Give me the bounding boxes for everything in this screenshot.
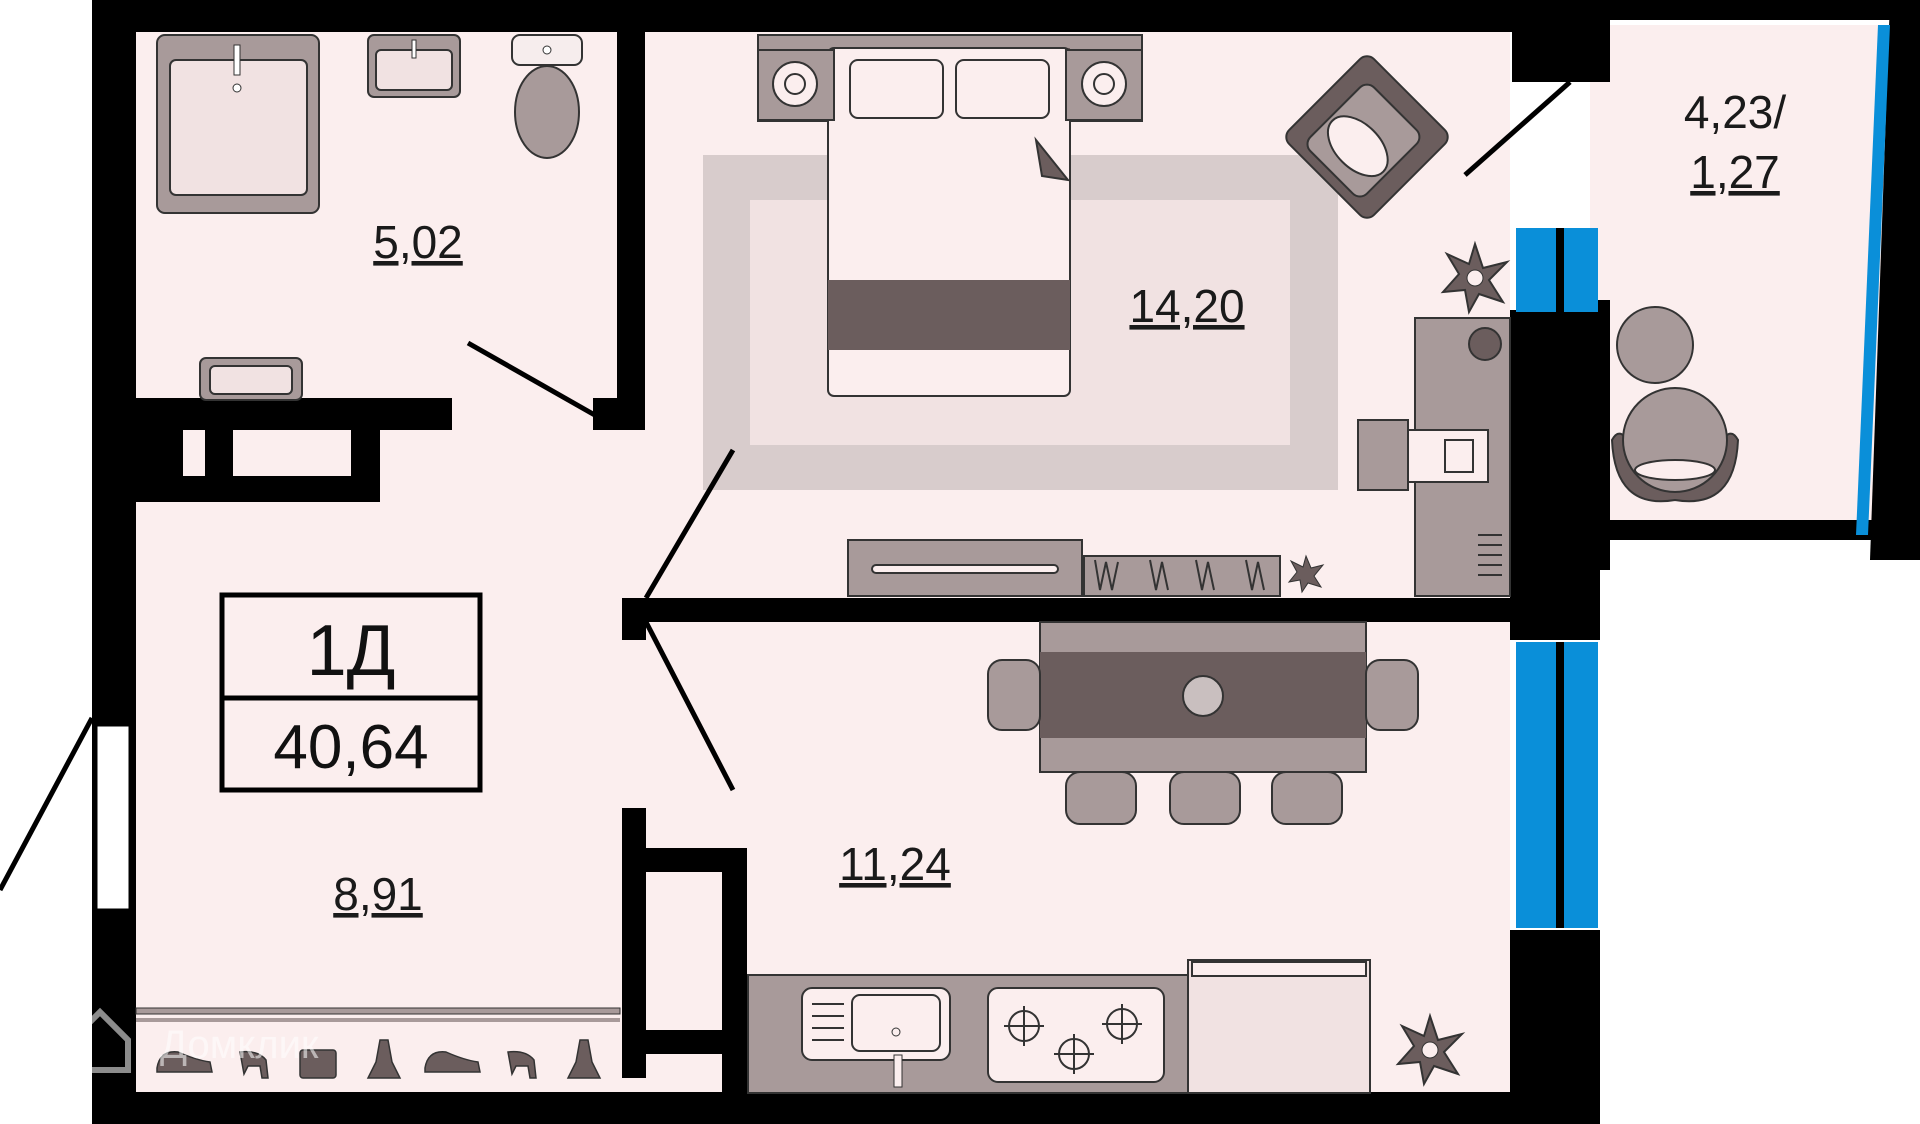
balcony-chair [1610,387,1740,503]
armchair [1285,55,1449,219]
interior-walls [622,598,1512,640]
desk [1357,317,1511,597]
niche-interior [648,874,720,1024]
kitchen-door-swing [643,620,736,792]
entrance-door-swing [0,716,95,892]
nightstand-right [1065,49,1143,121]
bathroom-door-swing [466,340,602,421]
washing-machine [199,357,303,401]
wardrobe-rail [135,1007,621,1022]
plant-bedroom [1440,240,1511,315]
watermark-text: Домклик [160,1023,319,1067]
bathroom-niche [183,430,351,476]
balcony-table [1616,306,1694,384]
shower-tray [156,34,320,214]
tv-stand [847,539,1281,597]
hallway-area: 8,91 [333,868,423,920]
entrance-door [94,723,132,912]
kitchen-sink [801,987,951,1088]
nightstand-left [757,49,835,121]
kitchen-niche-wall [622,808,747,1093]
apartment-label-box [219,592,483,793]
watermark: Домклик [69,1007,319,1073]
dining-table [1039,621,1367,773]
bathroom-area: 5,02 [373,216,463,268]
balcony-area-line1: 4,23/ [1684,86,1787,138]
bedroom-door-swing [643,448,736,600]
balcony-area-line2: 1,27 [1690,146,1780,198]
plant-kitchen [1395,1012,1466,1087]
balcony-door-swing [1463,80,1572,177]
bedroom-area: 14,20 [1129,280,1244,332]
washbasin [367,34,461,98]
plant-small [1287,554,1325,594]
toilet [511,34,583,159]
stove [987,987,1165,1083]
dining-chairs [987,659,1419,825]
apartment-type: 1Д [307,611,396,691]
balcony-glazing [1856,25,1890,535]
balcony-wall [1870,0,1920,560]
total-area: 40,64 [273,713,428,782]
shoes-row [156,1039,602,1079]
outer-walls [92,0,1920,1124]
kitchen-window [1516,642,1598,928]
kitchen-area: 11,24 [839,838,951,890]
bedroom-window [1516,228,1598,312]
